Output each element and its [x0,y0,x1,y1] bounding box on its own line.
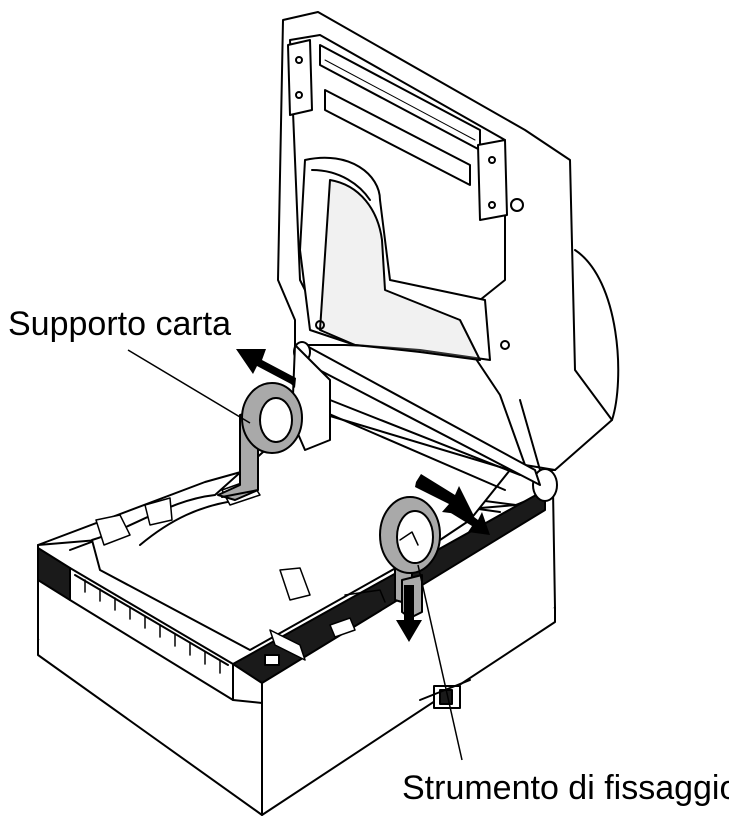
hinge-knob [532,468,558,502]
leader-line-paper-support [127,349,251,424]
leader-lines [127,349,463,761]
paper-support-label: Supporto carta [8,305,232,343]
front-dark-band [232,489,546,684]
internal-details [95,479,386,661]
arrow-inward-right [415,474,474,516]
leader-line-fixing-tool [417,564,463,761]
arrow-down [396,585,422,642]
arrows [236,349,490,642]
arrow-outward-left [236,349,296,388]
fixing-tool-label: Strumento di fissaggio [402,769,729,807]
arrow-inward-right-2 [446,500,490,535]
left-paper-holder [217,382,303,501]
printer-lid [277,11,620,502]
